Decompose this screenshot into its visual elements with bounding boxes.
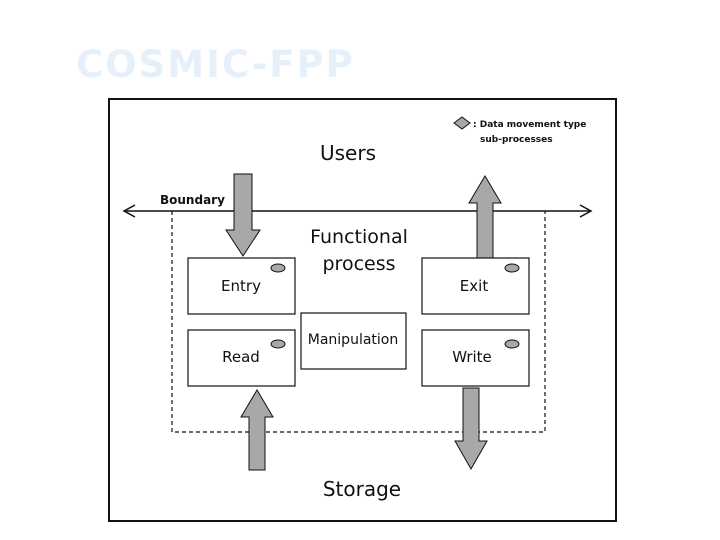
boundary-right-arrowhead-icon bbox=[579, 204, 593, 218]
entry-label: Entry bbox=[221, 277, 261, 295]
storage-label: Storage bbox=[323, 477, 401, 501]
read-arrow-icon bbox=[240, 389, 274, 471]
entry-marker-icon bbox=[270, 263, 286, 273]
entry-box: Entry bbox=[187, 257, 296, 315]
manipulation-box: Manipulation bbox=[300, 312, 407, 370]
dashed-boundary-box bbox=[171, 211, 546, 433]
exit-box: Exit bbox=[421, 257, 530, 315]
read-marker-icon bbox=[270, 339, 286, 349]
exit-arrow-icon bbox=[468, 175, 502, 259]
write-arrow-icon bbox=[454, 387, 488, 471]
read-label: Read bbox=[222, 348, 260, 366]
boundary-label: Boundary bbox=[160, 193, 225, 207]
exit-marker-icon bbox=[504, 263, 520, 273]
read-box: Read bbox=[187, 329, 296, 387]
legend-text-line2: sub-processes bbox=[480, 135, 553, 145]
users-label: Users bbox=[320, 141, 376, 165]
legend-text-line1: : Data movement type bbox=[473, 120, 586, 130]
exit-label: Exit bbox=[460, 277, 489, 295]
write-marker-icon bbox=[504, 339, 520, 349]
entry-arrow-icon bbox=[225, 173, 261, 257]
manipulation-label: Manipulation bbox=[308, 332, 398, 348]
functional-process-label-line2: process bbox=[322, 253, 395, 275]
write-label: Write bbox=[452, 348, 492, 366]
legend-diamond-icon bbox=[453, 116, 471, 130]
functional-process-label-line1: Functional bbox=[310, 226, 408, 248]
slide-title: COSMIC-FPP bbox=[76, 43, 355, 86]
boundary-left-arrowhead-icon bbox=[122, 204, 136, 218]
write-box: Write bbox=[421, 329, 530, 387]
